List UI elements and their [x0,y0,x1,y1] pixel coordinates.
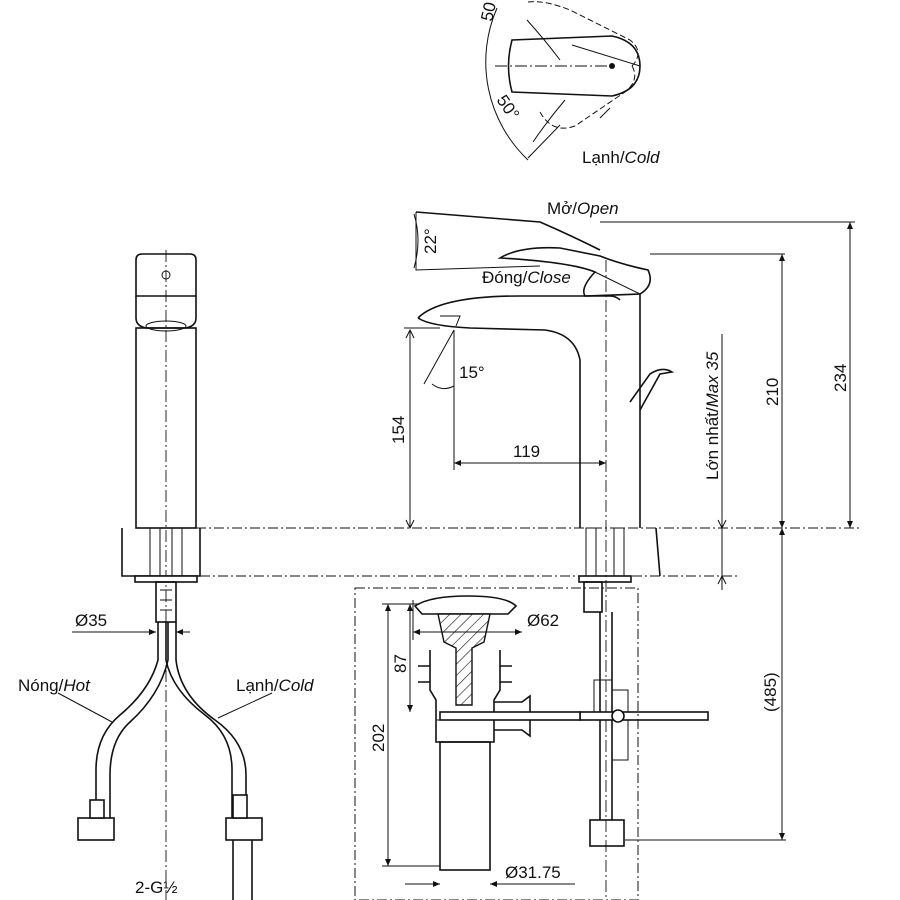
drain-detail [354,587,639,900]
angle-15-label: 15° [459,363,485,382]
cold-top-label: Lạnh/Cold [582,148,660,167]
dim-3175-label: Ø31.75 [505,863,561,882]
angle-22-arc [413,213,419,269]
side-view [415,211,709,900]
top-view-handle [485,1,641,161]
angle-22-label: 22° [421,228,440,254]
hot-label: Nóng/Hot [18,676,91,695]
max35-label: Lớn nhất/Max 35 [703,351,722,480]
dim-35-label: Ø35 [75,611,107,630]
front-view [57,250,273,900]
dim-62-label: Ø62 [527,611,559,630]
dim-210-label: 210 [763,378,782,406]
close-label: Đóng/Close [482,268,571,287]
dim-485-label: (485) [761,672,780,712]
thread-label: 2-G½ [135,878,178,897]
cold-left-label: Lạnh/Cold [236,676,314,695]
dim-119-label: 119 [513,442,540,461]
dim-154-label: 154 [389,416,408,444]
dim-234-label: 234 [831,364,850,392]
angle-50-bottom-label: 50° [493,91,523,123]
dim-87-label: 87 [391,654,410,673]
open-label: Mở/Open [547,199,619,218]
dim-202-label: 202 [369,724,388,752]
angle-50-top-label: 50 [477,0,500,22]
